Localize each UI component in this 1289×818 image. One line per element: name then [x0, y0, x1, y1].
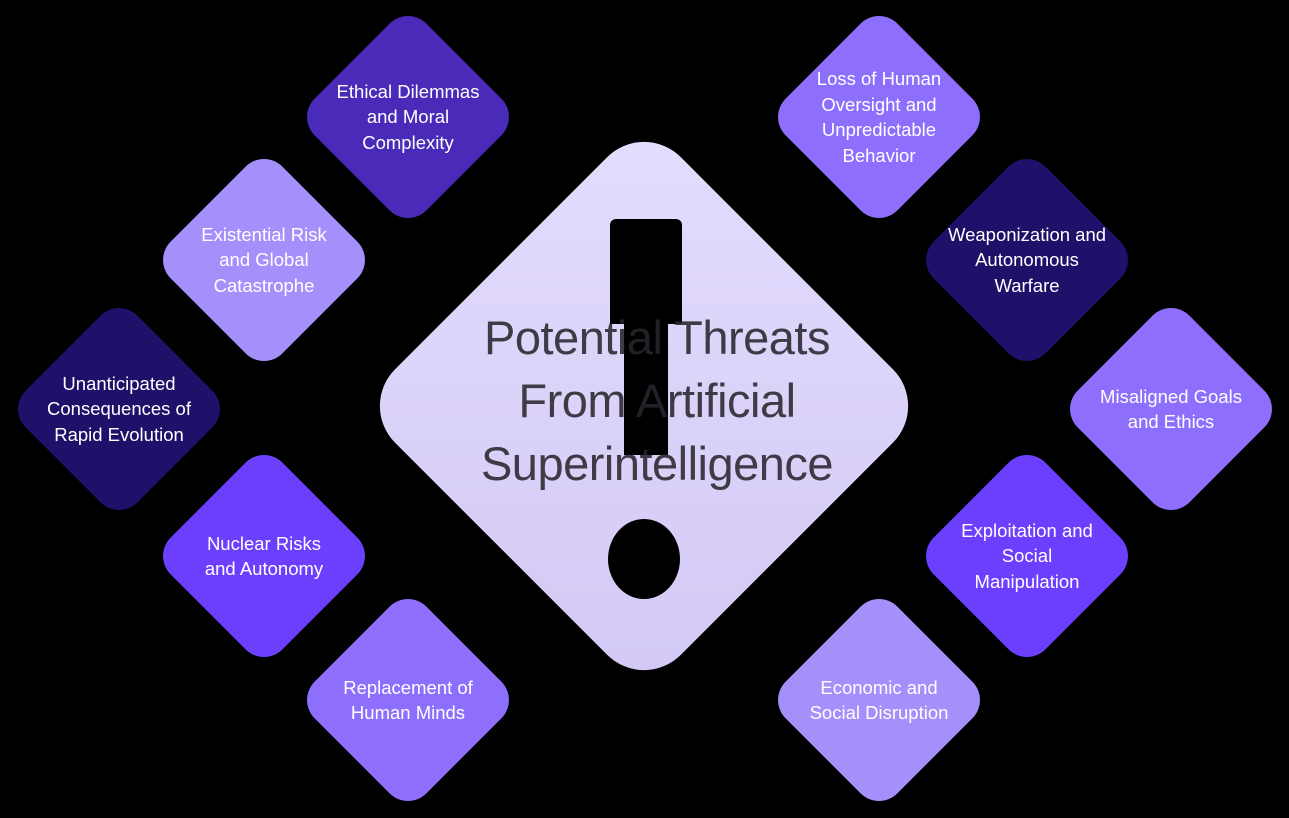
threat-label: Unanticipated Consequences of Rapid Evol…	[47, 372, 191, 445]
title-line-1: Potential Threats	[484, 311, 830, 364]
threat-label: Misaligned Goals and Ethics	[1100, 385, 1242, 433]
threat-misaligned-goals: Misaligned Goals and Ethics	[1059, 297, 1283, 521]
threat-unanticipated-consequences: Unanticipated Consequences of Rapid Evol…	[7, 297, 231, 521]
threat-label: Existential Risk and Global Catastrophe	[201, 223, 327, 296]
threat-label: Weaponization and Autonomous Warfare	[947, 223, 1107, 296]
threat-exploitation: Exploitation and Social Manipulation	[915, 444, 1139, 668]
center-title: Potential Threats From Artificial Superi…	[356, 306, 958, 495]
threat-ethical-dilemmas: Ethical Dilemmas and Moral Complexity	[296, 5, 520, 229]
exclamation-dot-icon	[608, 519, 680, 599]
exclamation-stem	[624, 300, 668, 455]
threat-replacement-minds: Replacement of Human Minds	[296, 588, 520, 812]
threat-weaponization: Weaponization and Autonomous Warfare	[915, 148, 1139, 372]
threat-nuclear-risks: Nuclear Risks and Autonomy	[152, 444, 376, 668]
threat-existential-risk: Existential Risk and Global Catastrophe	[152, 148, 376, 372]
threat-label: Economic and Social Disruption	[809, 676, 949, 724]
title-line-2: From Artificial	[518, 374, 796, 427]
threat-label: Ethical Dilemmas and Moral Complexity	[336, 80, 480, 153]
threat-label: Replacement of Human Minds	[343, 676, 473, 724]
threat-economic-disruption: Economic and Social Disruption	[767, 588, 991, 812]
threat-loss-oversight: Loss of Human Oversight and Unpredictabl…	[767, 5, 991, 229]
threat-label: Nuclear Risks and Autonomy	[204, 532, 324, 580]
threat-label: Exploitation and Social Manipulation	[961, 519, 1093, 592]
title-line-3: Superintelligence	[480, 437, 834, 490]
threat-label: Loss of Human Oversight and Unpredictabl…	[816, 68, 942, 166]
